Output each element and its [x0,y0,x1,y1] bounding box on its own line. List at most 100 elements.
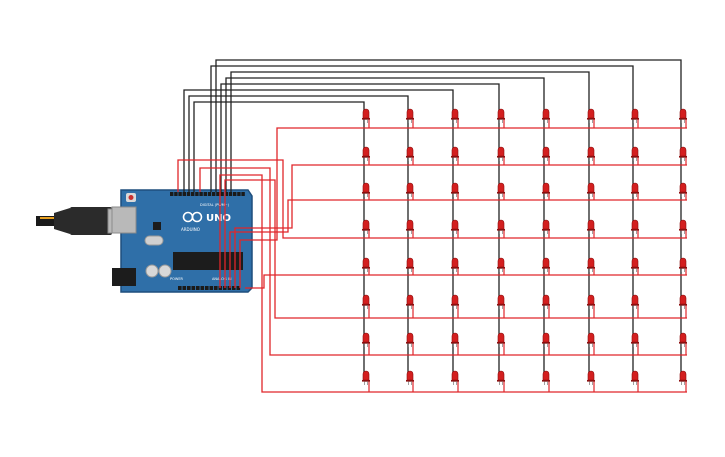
led [497,182,505,197]
header-pin [205,286,209,290]
atmega-chip [173,252,243,270]
led [542,294,550,309]
arduino-board[interactable]: UNO ARDUINO DIGITAL (PWM~) POWER ANALOG … [111,189,253,293]
led-body [497,370,505,381]
led-rim [631,267,639,269]
header-pin [187,286,191,290]
led-rim [542,342,550,344]
led-body [679,146,687,157]
led [542,219,550,234]
header-pin [227,286,232,290]
led-rim [679,192,687,194]
led-body [631,332,639,343]
led [362,294,370,309]
led-rim [406,118,414,120]
led-body [362,294,370,305]
led [406,257,414,272]
led [362,108,370,123]
led-rim [542,304,550,306]
led-rim [497,229,505,231]
led-body [631,219,639,230]
column-wire [193,101,365,381]
led-rim [362,304,370,306]
header-pin [191,286,196,290]
led-rim [406,156,414,158]
header-pin [195,192,199,196]
led-rim [406,229,414,231]
led-rim [679,156,687,158]
led-rim [587,380,595,382]
header-pin [209,286,214,290]
led-rim [362,342,370,344]
led-rim [631,229,639,231]
header-label: DIGITAL (PWM~) [200,203,230,207]
crystal [144,235,164,246]
cable-end [36,216,54,226]
led [451,332,459,347]
header-pin [174,192,178,196]
led [631,108,639,123]
column-wire [183,89,454,381]
led-rim [631,156,639,158]
usb-plug-body [70,207,112,235]
row-wire [234,164,366,288]
led-body [587,370,595,381]
led-rim [451,380,459,382]
digital-header[interactable] [170,192,245,196]
led-rim [542,192,550,194]
header-pin [186,192,191,196]
led [451,219,459,234]
led [631,370,639,385]
row-wire [229,199,366,288]
header-pin [237,192,241,196]
led-body [362,108,370,119]
led-body [587,219,595,230]
led [497,108,505,123]
led [542,332,550,347]
analog-label: ANALOG IN [212,277,232,281]
led-body [679,294,687,305]
led [679,108,687,123]
led [587,108,595,123]
led [406,146,414,161]
led-rim [587,267,595,269]
cable-band [40,217,54,219]
led [362,257,370,272]
led-rim [542,380,550,382]
header-pin [228,192,233,196]
capacitor-2 [158,264,172,278]
row-wire [224,179,366,319]
led-rim [451,229,459,231]
led-body [542,219,550,230]
led [451,146,459,161]
led-rim [542,267,550,269]
led [451,257,459,272]
header-pin [178,286,182,290]
led [542,182,550,197]
led-body [451,108,459,119]
led-rim [679,229,687,231]
led [362,370,370,385]
led-body [679,332,687,343]
led [587,219,595,234]
led-rim [362,229,370,231]
led [497,332,505,347]
led-body [587,182,595,193]
led-rim [362,156,370,158]
board-model: ARDUINO [181,227,200,232]
led-rim [406,192,414,194]
led-body [631,370,639,381]
led-rim [631,192,639,194]
led [679,294,687,309]
led [587,332,595,347]
led [631,182,639,197]
header-pin [214,286,218,290]
row-wire [239,127,366,288]
led-rim [679,342,687,344]
header-pin [200,286,205,290]
led [542,370,550,385]
led [631,257,639,272]
led [406,332,414,347]
led-body [451,332,459,343]
